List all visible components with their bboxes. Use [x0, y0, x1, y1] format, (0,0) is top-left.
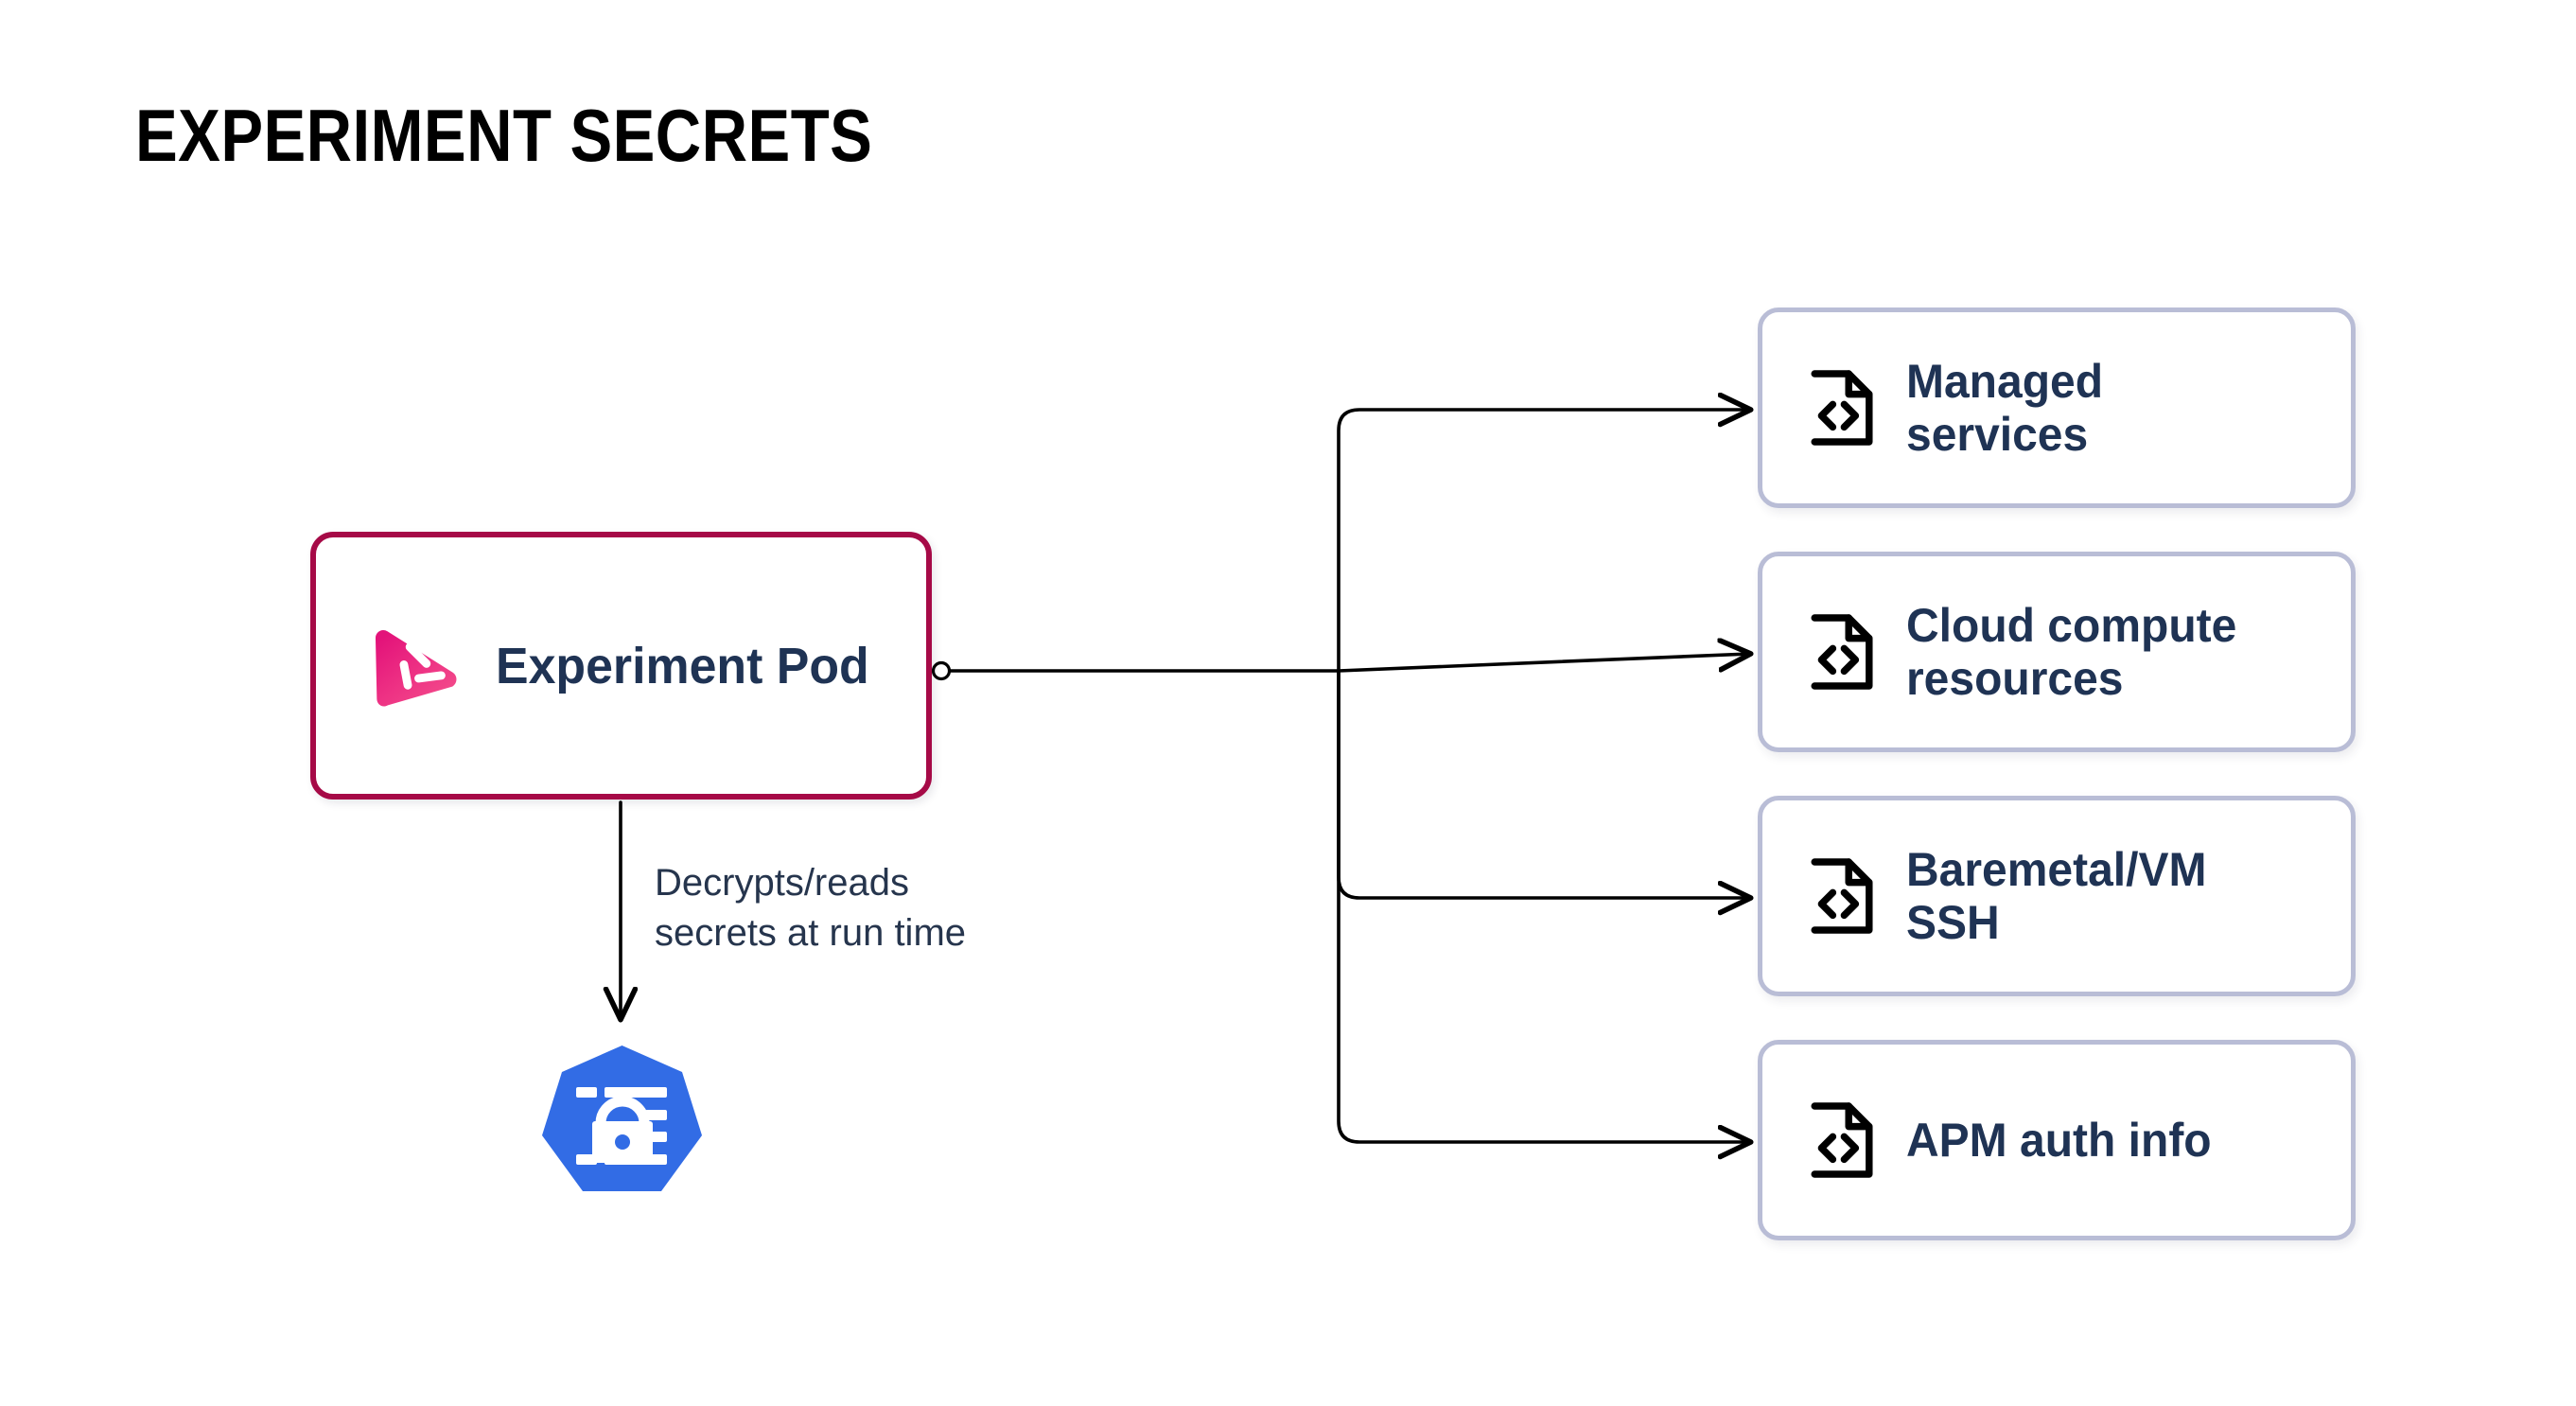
- resource-card-baremetal-ssh[interactable]: Baremetal/VM SSH: [1758, 796, 2356, 996]
- secret-node-label: secret: [587, 1189, 657, 1218]
- resource-card-label: Cloud compute resources: [1906, 599, 2237, 705]
- kubernetes-secret-node[interactable]: secret: [534, 1042, 710, 1231]
- resource-card-managed-services[interactable]: Managed services: [1758, 308, 2356, 508]
- edge-to-managed-services: [1337, 410, 1750, 673]
- edge-label-decrypts-reads-secrets: Decrypts/reads secrets at run time: [655, 862, 967, 954]
- resource-card-apm-auth[interactable]: APM auth info: [1758, 1040, 2356, 1240]
- kubernetes-secret-icon: secret: [542, 1046, 702, 1218]
- litmus-chaos-logo-icon: [375, 629, 457, 707]
- file-code-icon: [1811, 1102, 1873, 1178]
- experiment-pod-node[interactable]: Experiment Pod: [310, 532, 932, 800]
- resource-card-label: Baremetal/VM SSH: [1906, 843, 2207, 949]
- experiment-pod-label: Experiment Pod: [496, 637, 869, 694]
- resource-card-cloud-compute[interactable]: Cloud compute resources: [1758, 552, 2356, 752]
- file-code-icon: [1811, 614, 1873, 690]
- resource-card-label: APM auth info: [1906, 1114, 2212, 1167]
- file-code-icon: [1811, 370, 1873, 446]
- file-code-icon: [1811, 858, 1873, 934]
- edge-to-cloud-compute: [1337, 654, 1750, 673]
- edge-to-baremetal-ssh: [1337, 669, 1750, 898]
- resource-card-label: Managed services: [1906, 355, 2104, 461]
- pod-output-port-dot: [931, 660, 952, 681]
- edge-to-apm-auth: [1337, 669, 1750, 1142]
- page-title: EXPERIMENT SECRETS: [135, 94, 873, 177]
